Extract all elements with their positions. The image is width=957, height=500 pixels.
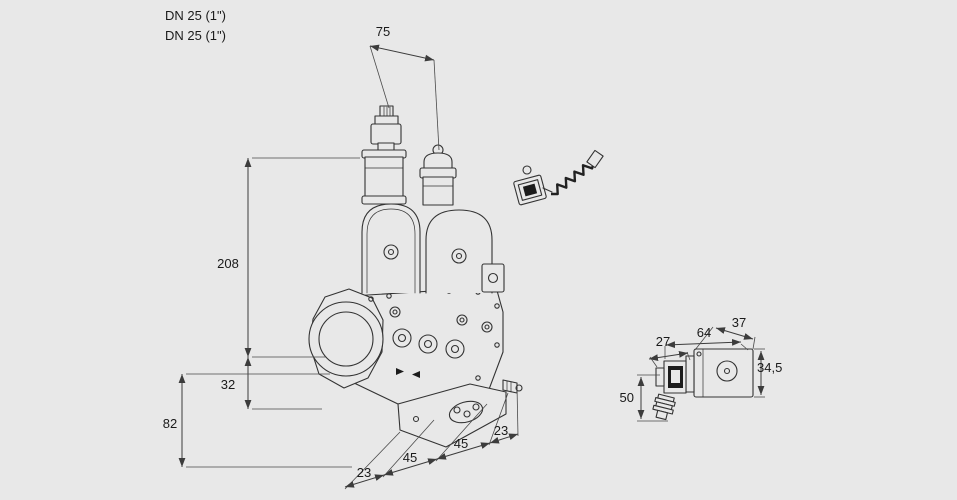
dim-bottom-23-left-label: 23 xyxy=(357,465,371,480)
plate-hole xyxy=(472,403,480,411)
valve-bonnet-left xyxy=(361,203,421,294)
dim-208-label: 208 xyxy=(217,256,239,271)
detail-dim-37-label: 37 xyxy=(732,315,746,330)
port-size-label-1: DN 25 (1") xyxy=(165,8,226,23)
valve-drawing xyxy=(308,105,523,448)
actuator-left xyxy=(361,105,407,205)
dim-bottom-45-mid2-label: 45 xyxy=(454,436,468,451)
plate-hole xyxy=(453,406,461,414)
dim-bottom-45-mid1-label: 45 xyxy=(403,450,417,465)
cable-end-ferrule xyxy=(586,149,604,169)
detail-drawing-solenoid xyxy=(652,348,754,421)
dimension-lines xyxy=(178,44,765,490)
valve-bonnet-right xyxy=(425,209,505,294)
detail-dim-34-5-label: 34,5 xyxy=(757,360,782,375)
coiled-cable xyxy=(551,161,596,196)
dim-bottom-23-right-label: 23 xyxy=(494,423,508,438)
side-port-stub xyxy=(502,379,523,394)
lower-block-plate xyxy=(448,400,484,424)
coil-flange xyxy=(685,355,695,393)
junction-box xyxy=(481,263,505,293)
coil-connector xyxy=(663,360,687,394)
dim-32-label: 32 xyxy=(221,377,235,392)
inlet-flange xyxy=(308,288,384,389)
plug-screw-icon xyxy=(522,165,532,175)
body-ports xyxy=(368,288,500,381)
valve-lower-block xyxy=(397,383,507,448)
actuator-right xyxy=(419,144,457,206)
dim-75-label: 75 xyxy=(376,24,390,39)
detail-dim-50-label: 50 xyxy=(620,390,634,405)
port-size-label-2: DN 25 (1") xyxy=(165,28,226,43)
labels: DN 25 (1") DN 25 (1") 75 208 32 82 23 45… xyxy=(163,8,783,480)
cable-plug-assembly xyxy=(513,149,604,206)
dim-82-label: 82 xyxy=(163,416,177,431)
detail-dim-27-label: 27 xyxy=(656,334,670,349)
plate-hole xyxy=(463,410,471,418)
flow-arrow-right-icon xyxy=(396,368,404,375)
flow-arrow-left-icon xyxy=(412,371,420,378)
detail-dim-64-label: 64 xyxy=(697,325,711,340)
screw-icon xyxy=(412,415,420,423)
cable-gland xyxy=(652,393,676,421)
connector-tab xyxy=(655,367,665,387)
